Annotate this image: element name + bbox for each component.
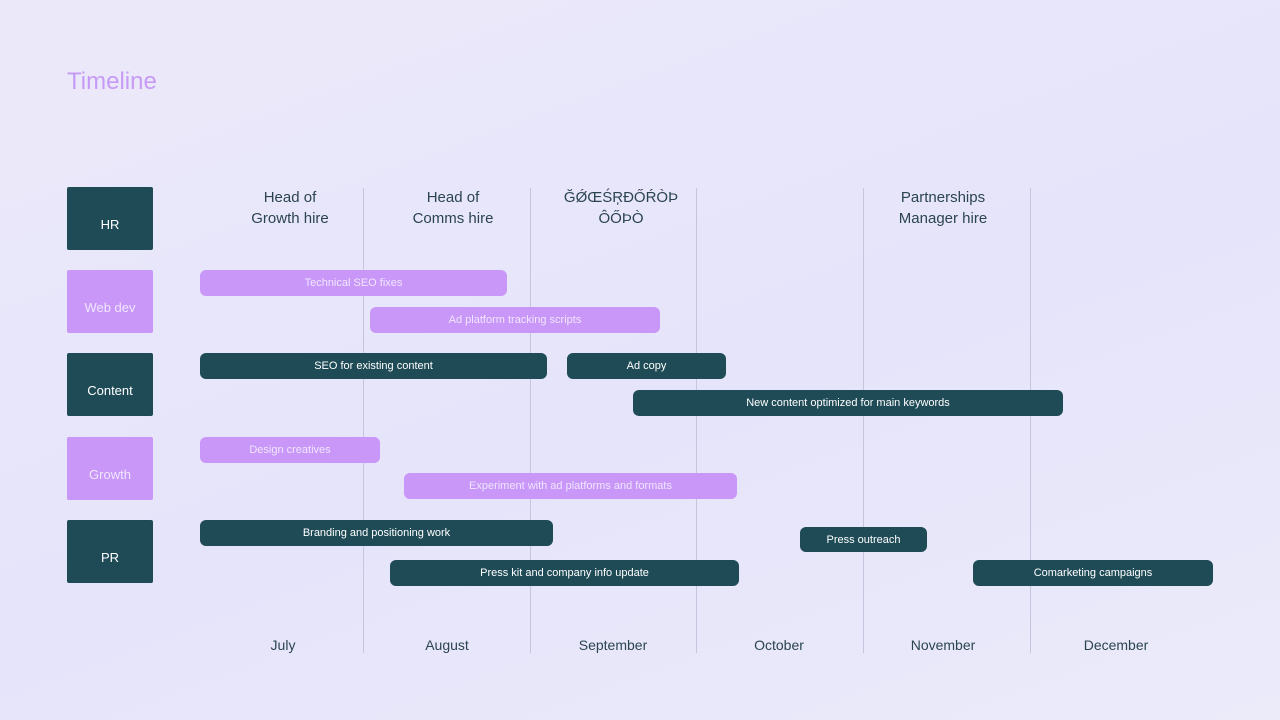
task-bar-press-outreach: Press outreach	[800, 527, 927, 552]
row-label-hr: HR	[67, 187, 153, 250]
task-bar-branding-and-positioning: Branding and positioning work	[200, 520, 553, 546]
task-bar-ad-platform-tracking-scripts: Ad platform tracking scripts	[370, 307, 660, 333]
task-bar-press-kit: Press kit and company info update	[390, 560, 739, 586]
month-divider	[696, 188, 697, 653]
month-label-august: August	[425, 637, 469, 653]
month-divider	[363, 188, 364, 653]
milestone-garbled-text: ĞǾŒŚŖĐŐŔÒÞ ÔŐÞÒ	[563, 189, 679, 227]
page-title: Timeline	[67, 68, 157, 95]
month-divider	[530, 188, 531, 653]
task-bar-seo-for-existing-content: SEO for existing content	[200, 353, 547, 379]
row-label-growth: Growth	[67, 437, 153, 500]
task-bar-experiment-ad-platforms: Experiment with ad platforms and formats	[404, 473, 737, 499]
task-bar-technical-seo-fixes: Technical SEO fixes	[200, 270, 507, 296]
month-divider	[863, 188, 864, 653]
task-bar-design-creatives: Design creatives	[200, 437, 380, 463]
milestone-partnerships-manager-hire: Partnerships Manager hire	[898, 189, 988, 227]
task-bar-comarketing-campaigns: Comarketing campaigns	[973, 560, 1213, 586]
month-label-september: September	[578, 637, 648, 653]
month-label-december: December	[1083, 637, 1149, 653]
milestone-head-of-growth-hire: Head of Growth hire	[251, 189, 329, 227]
month-label-november: November	[910, 637, 976, 653]
month-divider	[1030, 188, 1031, 653]
month-label-october: October	[754, 637, 804, 653]
row-label-pr: PR	[67, 520, 153, 583]
row-label-content: Content	[67, 353, 153, 416]
milestone-head-of-comms-hire: Head of Comms hire	[412, 189, 494, 227]
task-bar-ad-copy: Ad copy	[567, 353, 726, 379]
month-label-july: July	[270, 637, 296, 653]
task-bar-new-content-optimized: New content optimized for main keywords	[633, 390, 1063, 416]
row-label-web-dev: Web dev	[67, 270, 153, 333]
